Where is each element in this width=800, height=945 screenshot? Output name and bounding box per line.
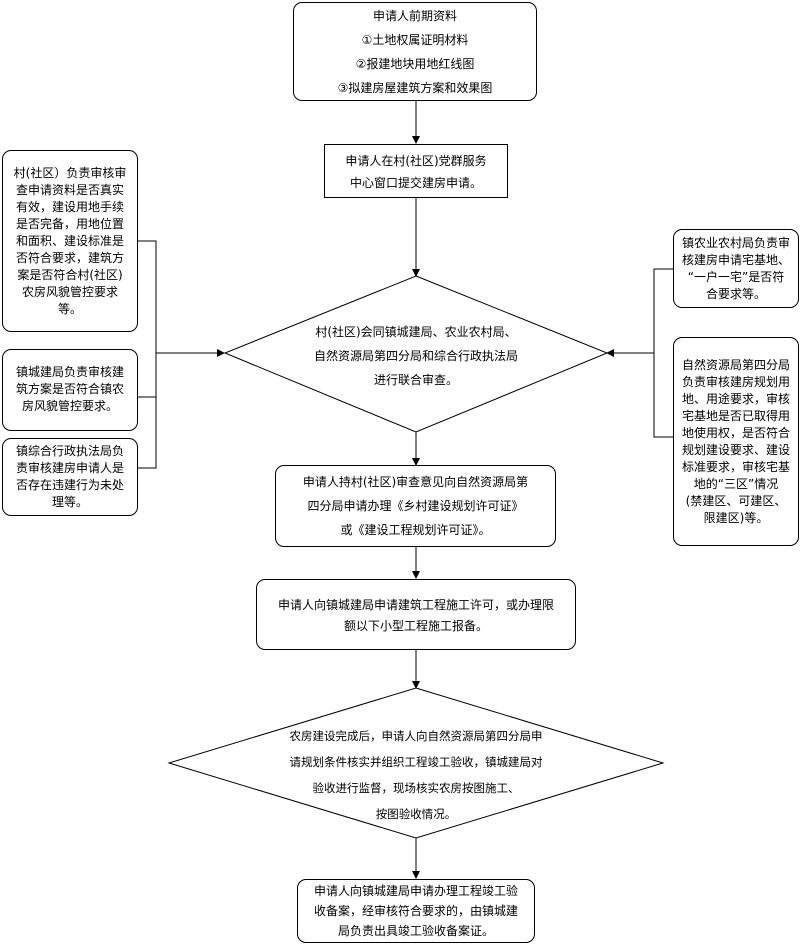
node-construction-permit: 申请人向镇城建局申请建筑工程施工许可，或办理限 额以下小型工程施工报备。 bbox=[256, 579, 576, 650]
text-line: 理等。 bbox=[51, 495, 88, 509]
node-submit-application: 申请人在村(社区)党群服务 中心窗口提交建房申请。 bbox=[324, 144, 508, 198]
text-line: 自然资源局第四分局 bbox=[681, 358, 790, 372]
text-line: 四分局申请办理《乡村建设规划许可证》 bbox=[307, 499, 524, 513]
node-planning-permit: 申请人持村(社区)审查意见向自然资源局第 四分局申请办理《乡村建设规划许可证》 … bbox=[275, 465, 556, 547]
text-line: 核建房申请宅基地、 bbox=[681, 253, 790, 267]
text-line: 限建区)等。 bbox=[703, 511, 769, 525]
text-line: 地、用途要求，审核 bbox=[681, 392, 790, 406]
decision-joint-review: 村(社区)会同镇城建局、农业农村局、 自然资源局第四分局和综合行政执法局 进行联… bbox=[260, 320, 572, 392]
note-law-enforcement: 镇综合行政执法局负 责审核建房申请人是 否存在违建行为未处 理等。 bbox=[2, 438, 138, 516]
text-line: 否符合要求，建筑方 bbox=[15, 251, 124, 265]
note-agriculture-bureau: 镇农业农村局负责审 核建房申请宅基地、 “一户一宅”是否符 合要求等。 bbox=[673, 229, 799, 308]
text-line: 和面积、建设标准是 bbox=[15, 234, 124, 248]
node-applicant-materials-title: 申请人前期资料 bbox=[372, 9, 457, 23]
text-line: 否存在违建行为未处 bbox=[15, 478, 124, 492]
note-natural-resources: 自然资源局第四分局 负责审核建房规划用 地、用途要求，审核 宅基地是否已取得用 … bbox=[673, 337, 799, 546]
text-line: 查申请资料是否真实 bbox=[15, 183, 124, 197]
text-line: 申请人在村(社区)党群服务 bbox=[345, 154, 487, 168]
text-line: 负责审核建房规划用 bbox=[681, 375, 790, 389]
text-line: 规划建设要求、建设 bbox=[681, 443, 790, 457]
text-line: 按图验收情况。 bbox=[375, 807, 457, 821]
text-line: 村(社区）负责审核审 bbox=[13, 166, 127, 180]
node-applicant-materials: 申请人前期资料 ①土地权属证明材料 ②报建地块用地红线图 ③拟建房屋建筑方案和效… bbox=[293, 2, 537, 101]
note-village-review: 村(社区）负责审核审 查申请资料是否真实 有效，建设用地手续 是否完备，用地位置… bbox=[2, 150, 138, 332]
right-bracket bbox=[653, 268, 673, 438]
text-line: 申请人持村(社区)审查意见向自然资源局第 bbox=[302, 475, 529, 489]
text-line: 村(社区)会同镇城建局、农业农村局、 bbox=[315, 325, 517, 339]
text-line: 额以下小型工程施工报备。 bbox=[343, 619, 488, 633]
text-line: (禁建区、可建区、 bbox=[685, 494, 787, 508]
left-bracket bbox=[138, 240, 157, 469]
text-line: 自然资源局第四分局和综合行政执法局 bbox=[313, 349, 518, 363]
text-line: 镇城建局负责审核建 bbox=[15, 365, 124, 379]
text-line: 标准要求，审核宅基 bbox=[681, 460, 790, 474]
text-line: 或《建设工程规划许可证》。 bbox=[340, 523, 491, 537]
text-line: 验收进行监督，现场核实农房按图施工、 bbox=[312, 781, 520, 795]
text-line: 有效，建设用地手续 bbox=[15, 200, 124, 214]
text-line: “一户一宅”是否符 bbox=[687, 270, 785, 284]
text-line: ②报建地块用地红线图 bbox=[355, 57, 475, 71]
text-line: 请规划条件核实并组织工程竣工验收，镇城建局对 bbox=[289, 755, 543, 769]
text-line: 是否完备，用地位置 bbox=[15, 217, 124, 231]
text-line: 地的“三区”情况 bbox=[693, 477, 779, 491]
text-line: 案是否符合村(社区) bbox=[17, 268, 123, 282]
text-line: ①土地权属证明材料 bbox=[361, 33, 469, 47]
decision-joint-review-shape bbox=[223, 275, 609, 433]
decision-completion-shape bbox=[167, 687, 665, 839]
text-line: 局负责出具竣工验收备案证。 bbox=[337, 924, 494, 938]
text-line: 收备案，经审核符合要求的，由镇城建 bbox=[313, 904, 518, 918]
text-line: 中心窗口提交建房申请。 bbox=[349, 176, 482, 190]
text-line: 房风貌管控要求。 bbox=[21, 399, 118, 413]
text-line: 镇农业农村局负责审 bbox=[681, 236, 790, 250]
text-line: 申请人向镇城建局申请办理工程竣工验 bbox=[313, 884, 518, 898]
text-line: 筑方案是否符合镇农 bbox=[15, 382, 124, 396]
text-line: 地使用权，是否符合 bbox=[681, 426, 790, 440]
text-line: 申请人向镇城建局申请建筑工程施工许可，或办理限 bbox=[277, 598, 554, 612]
text-line: 宅基地是否已取得用 bbox=[681, 409, 790, 423]
text-line: 合要求等。 bbox=[705, 287, 766, 301]
decision-completion-acceptance: 农房建设完成后，申请人向自然资源局第四分局申 请规划条件核实并组织工程竣工验收，… bbox=[256, 723, 576, 827]
text-line: 农房风貌管控要求 bbox=[21, 285, 118, 299]
text-line: 农房建设完成后，申请人向自然资源局第四分局申 bbox=[289, 729, 543, 743]
text-line: ③拟建房屋建筑方案和效果图 bbox=[337, 81, 493, 95]
text-line: 进行联合审查。 bbox=[373, 373, 458, 387]
text-line: 责审核建房申请人是 bbox=[15, 461, 124, 475]
text-line: 等。 bbox=[57, 302, 82, 316]
node-completion-filing: 申请人向镇城建局申请办理工程竣工验 收备案，经审核符合要求的，由镇城建 局负责出… bbox=[297, 879, 535, 943]
note-construction-bureau: 镇城建局负责审核建 筑方案是否符合镇农 房风貌管控要求。 bbox=[2, 349, 138, 431]
text-line: 镇综合行政执法局负 bbox=[15, 444, 124, 458]
